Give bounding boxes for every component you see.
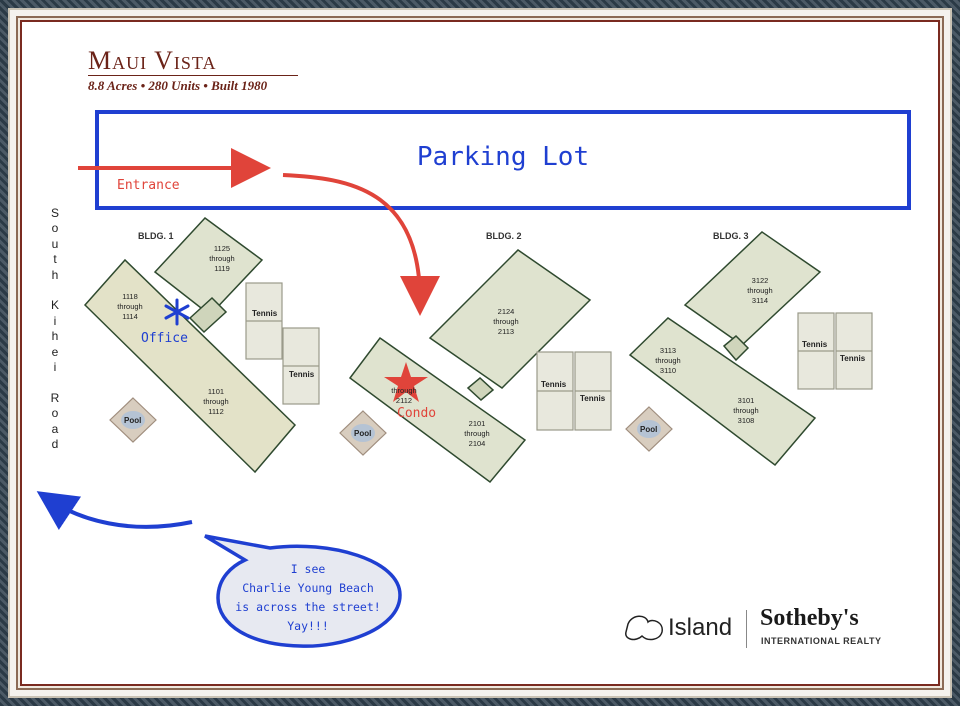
building-3-label: BLDG. 3 bbox=[713, 231, 749, 241]
unit-range-3113-3110: 3113 through 3110 bbox=[655, 346, 681, 375]
building-3-north-wing bbox=[683, 231, 822, 346]
condo-label: Condo bbox=[397, 406, 437, 421]
speech-bubble-text: I see Charlie Young Beach is across the … bbox=[220, 560, 396, 636]
tennis-label: Tennis bbox=[840, 354, 866, 363]
title-rule bbox=[88, 75, 298, 76]
bubble-line: is across the street! bbox=[235, 600, 381, 614]
speech-bubble bbox=[204, 534, 402, 648]
pools bbox=[109, 397, 673, 456]
bubble-line: Charlie Young Beach bbox=[242, 581, 374, 595]
island-logo-text: Island bbox=[668, 614, 733, 641]
route-arrow bbox=[282, 173, 440, 316]
pool-label: Pool bbox=[640, 425, 658, 434]
south-kihei-road-label: S o u t h K i h e i R o a d bbox=[50, 206, 60, 452]
pool-label: Pool bbox=[354, 429, 372, 438]
entrance-label: Entrance bbox=[117, 178, 180, 193]
building-1 bbox=[83, 216, 297, 474]
building-2-connector bbox=[466, 377, 495, 401]
building-1-label: BLDG. 1 bbox=[138, 231, 174, 241]
unit-range-3122-3114: 3122 through 3114 bbox=[747, 276, 773, 305]
building-2 bbox=[348, 249, 592, 484]
unit-range-1118-1114: 1118 through 1114 bbox=[117, 292, 143, 321]
beach-arrow bbox=[36, 491, 193, 530]
logo-separator bbox=[746, 610, 747, 648]
parking-lot-label: Parking Lot bbox=[416, 142, 590, 172]
office-label: Office bbox=[141, 331, 188, 346]
tennis-label: Tennis bbox=[252, 309, 278, 318]
international-realty-text: INTERNATIONAL REALTY bbox=[761, 636, 882, 646]
unit-range-3101-3108: 3101 through 3108 bbox=[733, 396, 759, 425]
building-3 bbox=[628, 231, 822, 467]
bubble-line: Yay!!! bbox=[287, 619, 329, 633]
building-3-connector bbox=[722, 334, 750, 362]
tennis-courts bbox=[245, 282, 873, 431]
building-1-connector bbox=[188, 296, 228, 334]
unit-range-2101-2104: 2101 through 2104 bbox=[464, 419, 490, 448]
map-title: Maui Vista bbox=[88, 46, 217, 75]
island-logo-icon bbox=[625, 615, 663, 641]
building-1-main-wing bbox=[83, 258, 297, 474]
sothebys-logo-text: Sotheby's bbox=[760, 605, 859, 631]
tennis-label: Tennis bbox=[802, 340, 828, 349]
building-3-main-wing bbox=[628, 317, 817, 467]
map-subtitle: 8.8 Acres • 280 Units • Built 1980 bbox=[88, 78, 268, 93]
tennis-label: Tennis bbox=[541, 380, 567, 389]
parking-lot-box: Parking Lot bbox=[95, 110, 911, 210]
tennis-label: Tennis bbox=[580, 394, 606, 403]
condo-star-icon bbox=[384, 362, 428, 402]
bubble-line: I see bbox=[290, 562, 326, 576]
unit-range-1101-1112: 1101 through 1112 bbox=[203, 387, 229, 416]
building-2-label: BLDG. 2 bbox=[486, 231, 522, 241]
building-2-north-wing bbox=[428, 249, 592, 389]
unit-range-1125-1119: 1125 through 1119 bbox=[209, 244, 235, 273]
building-1-north-wing bbox=[153, 216, 264, 317]
unit-range-2124-2113: 2124 through 2113 bbox=[493, 307, 519, 336]
building-2-main-wing bbox=[348, 336, 527, 484]
pool-label: Pool bbox=[124, 416, 142, 425]
office-asterisk-icon bbox=[164, 298, 190, 326]
unit-range-2112: through 2112 bbox=[391, 386, 417, 405]
tennis-label: Tennis bbox=[289, 370, 315, 379]
